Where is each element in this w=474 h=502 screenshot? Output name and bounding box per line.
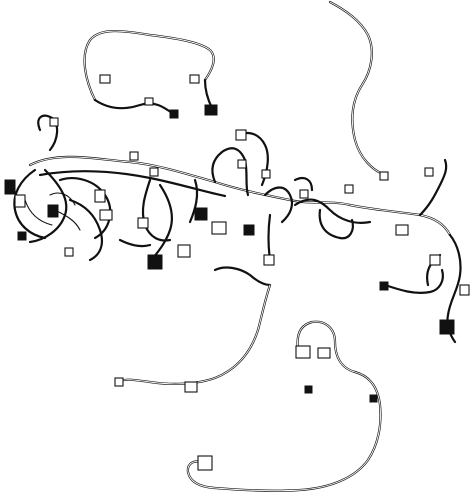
center-right-cluster <box>213 176 409 287</box>
connector <box>459 284 470 296</box>
connector <box>395 224 409 236</box>
top-right-lead <box>328 0 389 181</box>
connector <box>47 204 59 218</box>
center-branches <box>118 129 271 270</box>
connector <box>211 221 227 235</box>
connector <box>177 244 191 258</box>
connector <box>317 347 331 359</box>
connector <box>169 109 179 119</box>
connector <box>194 207 208 221</box>
connector <box>189 74 200 84</box>
connector <box>184 381 198 393</box>
connector <box>344 184 354 194</box>
connector <box>379 171 389 181</box>
left-cluster <box>4 114 113 262</box>
lower-left-lead <box>114 283 272 393</box>
connector <box>237 159 247 169</box>
connector <box>299 189 309 199</box>
connector <box>17 231 27 241</box>
connector <box>144 97 154 106</box>
connector <box>147 254 163 270</box>
connector <box>263 254 275 266</box>
connector <box>94 189 106 203</box>
connector <box>204 104 218 116</box>
connector <box>243 224 255 236</box>
connector <box>49 117 59 127</box>
connector <box>439 319 455 335</box>
connector <box>129 151 139 161</box>
connector <box>114 377 124 387</box>
connector <box>424 167 434 177</box>
connector <box>235 129 247 141</box>
connector <box>14 194 26 208</box>
connector <box>4 179 16 195</box>
upper-branch <box>83 29 218 119</box>
main-trunk <box>28 155 452 237</box>
connector <box>369 394 378 403</box>
connector <box>429 254 441 266</box>
connector <box>99 209 113 221</box>
connector <box>261 169 271 179</box>
right-cluster <box>379 158 470 344</box>
bottom-lead <box>186 320 382 492</box>
connector <box>64 247 74 257</box>
connector <box>304 385 313 394</box>
connector <box>149 167 159 177</box>
connector <box>295 345 311 359</box>
connector <box>379 281 389 291</box>
connector <box>197 455 213 471</box>
connector <box>99 74 111 84</box>
connector <box>137 217 149 229</box>
